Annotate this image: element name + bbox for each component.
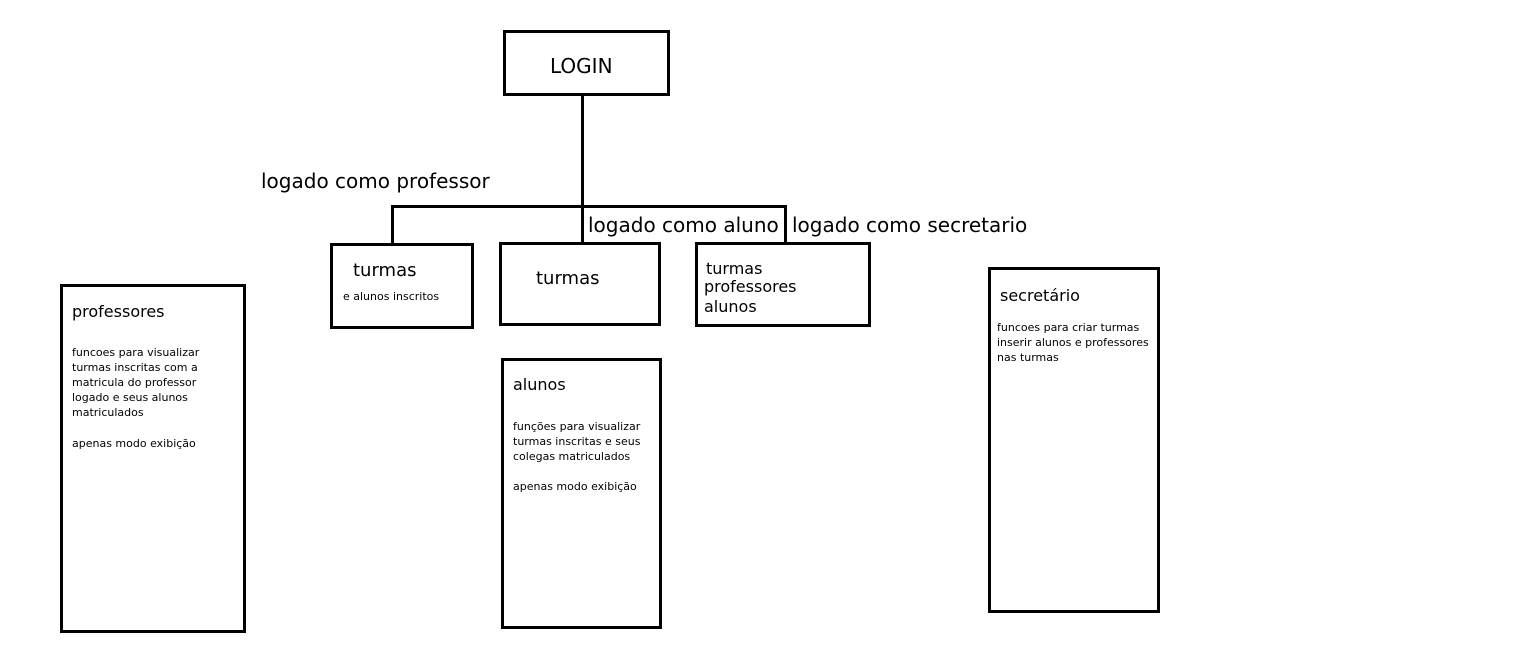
connector-secretario-drop xyxy=(784,205,787,243)
panel-alunos-note: apenas modo exibição xyxy=(513,480,637,493)
node-secretario-menu-turmas: turmas xyxy=(706,259,763,278)
node-secretario-menu-alunos: alunos xyxy=(704,297,757,316)
edge-label-secretario: logado como secretario xyxy=(792,213,1028,237)
node-turmas-aluno: turmas xyxy=(499,242,661,326)
node-turmas-professor-subtitle: e alunos inscritos xyxy=(343,290,440,303)
panel-secretario-title: secretário xyxy=(1000,286,1080,305)
node-turmas-professor-title: turmas xyxy=(353,260,417,281)
node-secretario-menu: turmas professores alunos xyxy=(695,242,871,327)
panel-professores-desc: funcoes para visualizar turmas inscritas… xyxy=(72,346,200,419)
panel-secretario-desc: funcoes para criar turmas inserir alunos… xyxy=(997,321,1149,364)
edge-label-professor: logado como professor xyxy=(261,169,490,193)
panel-professores: professores funcoes para visualizar turm… xyxy=(60,284,246,633)
node-turmas-aluno-title: turmas xyxy=(536,268,600,289)
connector-login-stem xyxy=(581,94,584,244)
node-secretario-menu-professores: professores xyxy=(704,277,797,296)
connector-professor-drop xyxy=(391,205,394,244)
panel-professores-note: apenas modo exibição xyxy=(72,437,196,450)
node-turmas-professor: turmas e alunos inscritos xyxy=(330,243,474,329)
edge-label-aluno: logado como aluno xyxy=(588,213,779,237)
login-box: LOGIN xyxy=(503,30,670,96)
login-label: LOGIN xyxy=(550,54,613,78)
panel-alunos-desc: funções para visualizar turmas inscritas… xyxy=(513,420,641,463)
panel-professores-title: professores xyxy=(72,302,165,321)
panel-secretario: secretário funcoes para criar turmas ins… xyxy=(988,267,1160,613)
panel-alunos: alunos funções para visualizar turmas in… xyxy=(501,358,662,629)
panel-alunos-title: alunos xyxy=(513,375,566,394)
connector-branch-horizontal xyxy=(391,205,787,208)
